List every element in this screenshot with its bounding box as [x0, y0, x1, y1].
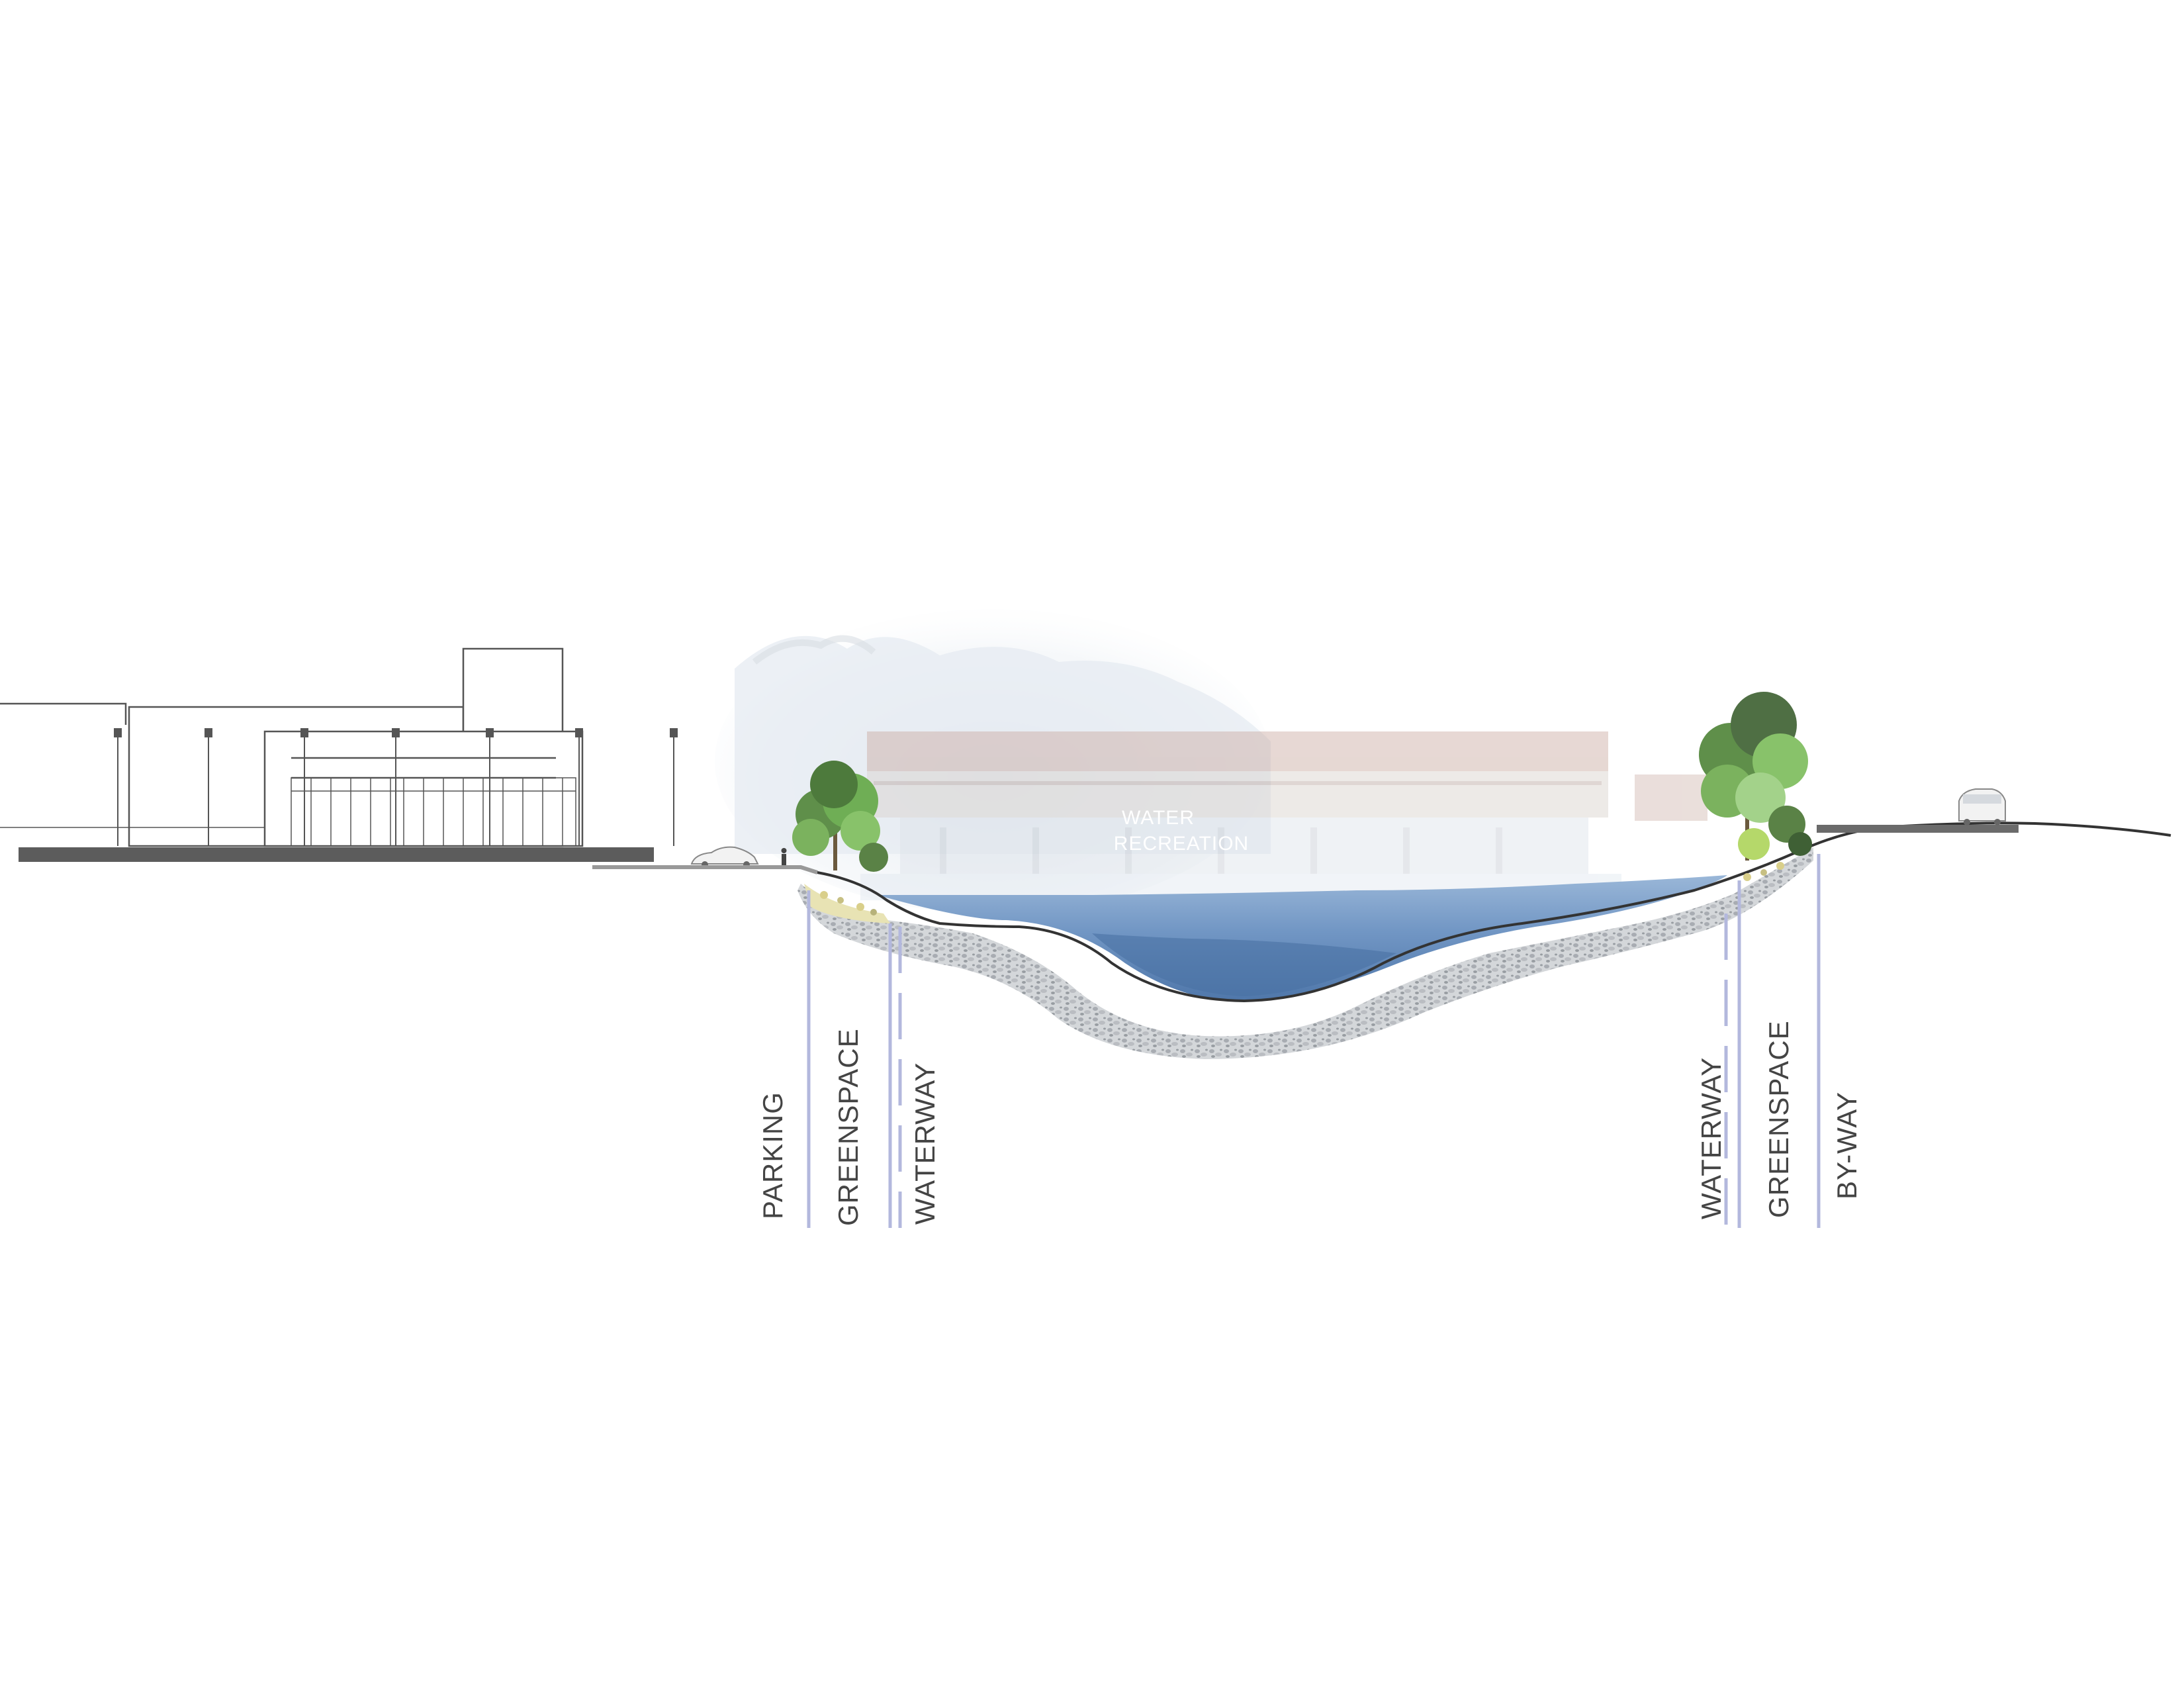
- building-base-slab: [19, 847, 654, 862]
- walkway-left: [592, 865, 818, 874]
- zone-label-greenspace-left: GREENSPACE: [833, 1028, 864, 1226]
- left-bank-rocks: [804, 884, 890, 923]
- water-recreation-label-line2: RECREATION: [1114, 833, 1249, 855]
- background-building-photo: [860, 731, 1707, 900]
- building-elevation: [0, 647, 678, 847]
- parked-car-left: [690, 846, 759, 868]
- byway-road: [1817, 825, 2019, 833]
- water-depth-shade: [1092, 933, 1396, 996]
- gravel-bed: [797, 847, 1813, 1059]
- water-body: [877, 875, 1727, 1002]
- person-figure-left: [781, 848, 787, 865]
- right-bank-rocks: [1743, 862, 1784, 881]
- zone-label-waterway-left: WATERWAY: [909, 1062, 940, 1225]
- tree-right: [1699, 692, 1812, 861]
- zone-label-greenspace-right: GREENSPACE: [1763, 1020, 1794, 1218]
- zone-label-waterway-right: WATERWAY: [1696, 1057, 1727, 1219]
- zone-label-parking: PARKING: [757, 1092, 788, 1219]
- zone-dividers-right: [1724, 854, 1821, 1228]
- zone-label-byway: BY-WAY: [1831, 1092, 1862, 1199]
- parked-car-right: [1958, 788, 2006, 825]
- tree-left: [792, 761, 888, 872]
- water-recreation-label-line1: WATER: [1122, 807, 1195, 829]
- zone-dividers-left: [807, 890, 902, 1228]
